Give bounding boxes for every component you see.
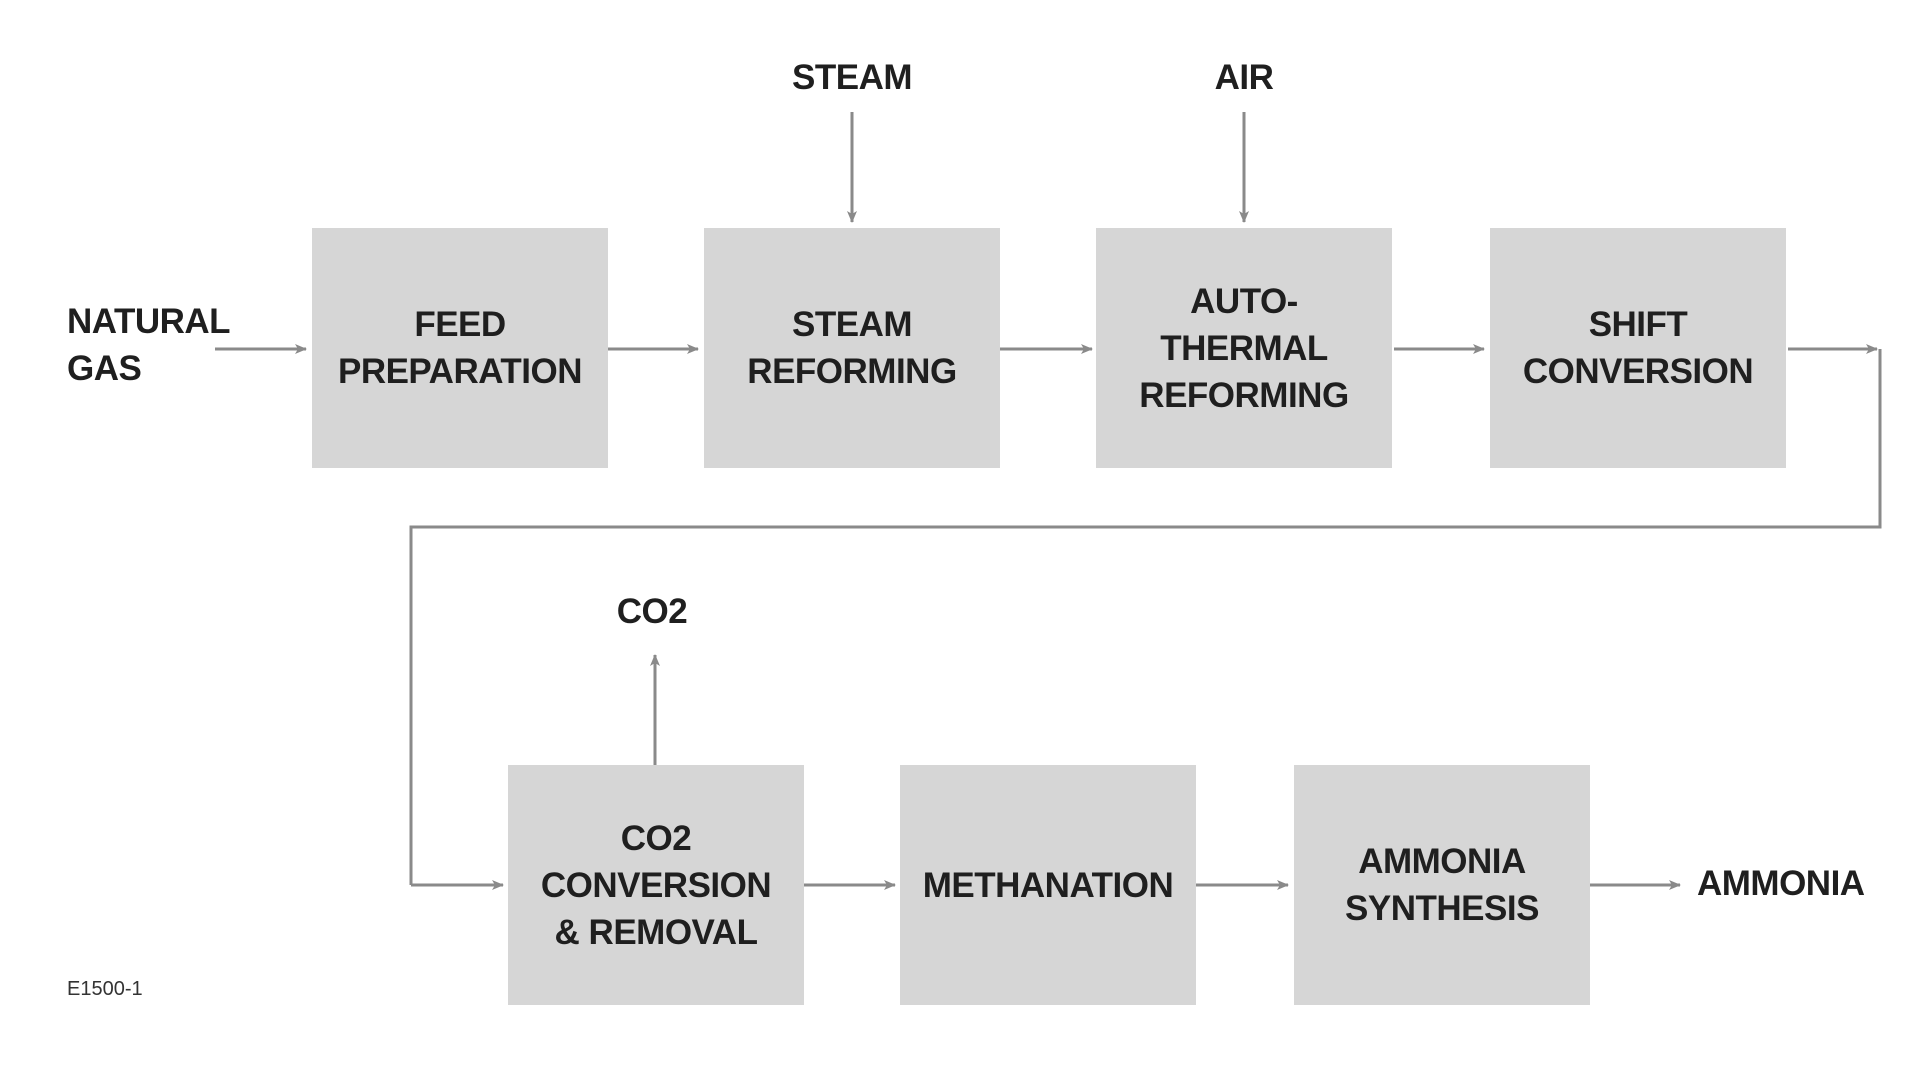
air-input-text: AIR — [1214, 58, 1274, 97]
ammonia-output-text: AMMONIA — [1697, 864, 1865, 903]
methanation-line-1: METHANATION — [922, 865, 1174, 905]
ammonia-synthesis-line-1: AMMONIA — [1358, 842, 1526, 881]
ammonia-synthesis-line-2: SYNTHESIS — [1345, 889, 1539, 928]
feed-preparation-line-1: FEED — [414, 305, 506, 344]
ammonia-synthesis-box: AMMONIA SYNTHESIS — [1294, 765, 1590, 1005]
co2-conversion-removal-box: CO2 CONVERSION & REMOVAL — [508, 765, 804, 1005]
natural-gas-label: NATURAL GAS — [67, 298, 231, 392]
shift-conversion-line-1: SHIFT — [1588, 305, 1688, 344]
autothermal-reforming-box: AUTO- THERMAL REFORMING — [1096, 228, 1392, 468]
natural-gas-line-1: NATURAL — [67, 302, 231, 341]
co2-output-text: CO2 — [616, 592, 688, 631]
shift-conversion-line-2: CONVERSION — [1522, 352, 1754, 391]
connector-line-shift-to-co2 — [409, 349, 1882, 885]
steam-input-label: STEAM — [752, 54, 952, 101]
steam-input-text: STEAM — [792, 58, 913, 97]
natural-gas-line-2: GAS — [67, 349, 142, 388]
autothermal-reforming-line-3: REFORMING — [1139, 375, 1349, 415]
co2-conversion-line-2: CONVERSION — [540, 865, 772, 905]
co2-output-label: CO2 — [552, 588, 752, 635]
methanation-box: METHANATION — [900, 765, 1196, 1005]
autothermal-reforming-line-1: AUTO- — [1190, 281, 1298, 321]
air-input-label: AIR — [1144, 54, 1344, 101]
feed-preparation-box: FEED PREPARATION — [312, 228, 608, 468]
autothermal-reforming-line-2: THERMAL — [1160, 328, 1328, 368]
steam-reforming-line-2: REFORMING — [747, 352, 957, 391]
co2-conversion-line-1: CO2 — [620, 818, 692, 858]
steam-reforming-box: STEAM REFORMING — [704, 228, 1000, 468]
ammonia-output-label: AMMONIA — [1697, 860, 1865, 907]
figure-code: E1500-1 — [67, 978, 143, 1000]
feed-preparation-line-2: PREPARATION — [337, 352, 583, 391]
steam-reforming-line-1: STEAM — [792, 305, 913, 344]
shift-conversion-box: SHIFT CONVERSION — [1490, 228, 1786, 468]
co2-conversion-line-3: & REMOVAL — [554, 912, 758, 952]
